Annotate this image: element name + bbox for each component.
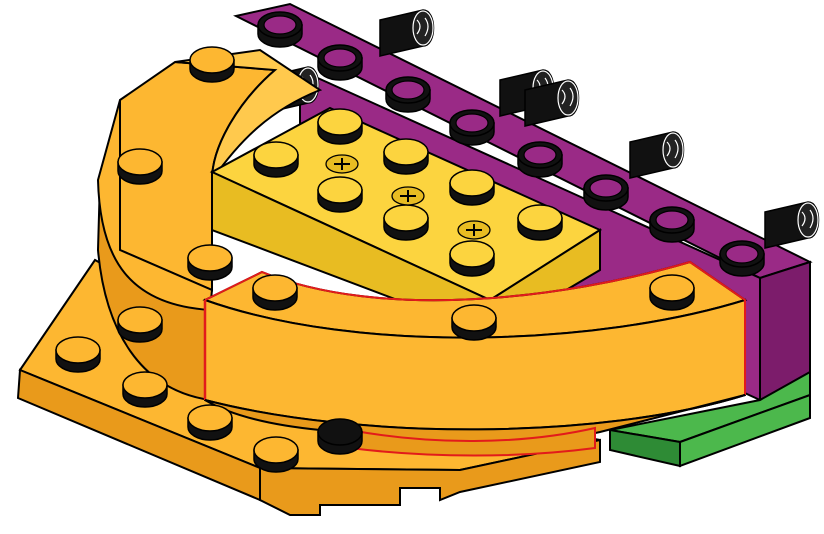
technic-pin-icon — [379, 9, 435, 57]
stud-icon — [383, 204, 429, 241]
stud-icon — [583, 174, 629, 211]
stud-icon — [253, 141, 299, 178]
wedge-plate-front-right — [259, 438, 601, 516]
stud-icon — [383, 138, 429, 175]
stud-icon — [317, 44, 363, 81]
stud-icon — [649, 274, 695, 311]
technic-pins — [264, 9, 820, 249]
stud-icon — [253, 436, 299, 473]
stud-icon — [449, 109, 495, 146]
stud-icon — [252, 274, 298, 311]
stud-icon — [719, 240, 765, 277]
stud-icon — [449, 169, 495, 206]
axle-hole-icon — [457, 220, 491, 240]
stud-icon — [117, 148, 163, 185]
axle-hole-icon — [391, 186, 425, 206]
stud-icon — [449, 240, 495, 277]
stud-icon — [385, 76, 431, 113]
stud-icon — [187, 244, 233, 281]
stud-icon — [451, 304, 497, 341]
stud-icon — [317, 176, 363, 213]
technic-pin-icon — [629, 131, 685, 179]
studs — [55, 11, 765, 473]
stud-icon — [649, 206, 695, 243]
stud-icon — [187, 404, 233, 441]
stud-icon — [189, 46, 235, 83]
stud-icon — [317, 108, 363, 145]
front-curved-red-edge — [204, 260, 746, 395]
front-curved-lower-red — [349, 426, 596, 457]
green-plate — [609, 370, 811, 468]
stud-icon — [517, 141, 563, 178]
technic-pin-icon — [764, 201, 820, 249]
green-plate-side — [679, 393, 811, 468]
axle-hole-icon — [325, 154, 359, 174]
axle-holes — [325, 154, 491, 240]
orange-curved-arch — [96, 48, 323, 402]
stud-icon — [517, 204, 563, 241]
stud-icon — [117, 306, 163, 343]
stud-icon — [317, 418, 363, 455]
stud-icon — [55, 336, 101, 373]
stud-icon — [122, 371, 168, 408]
technic-pin-icon — [524, 79, 580, 127]
stud-icon — [257, 11, 303, 48]
